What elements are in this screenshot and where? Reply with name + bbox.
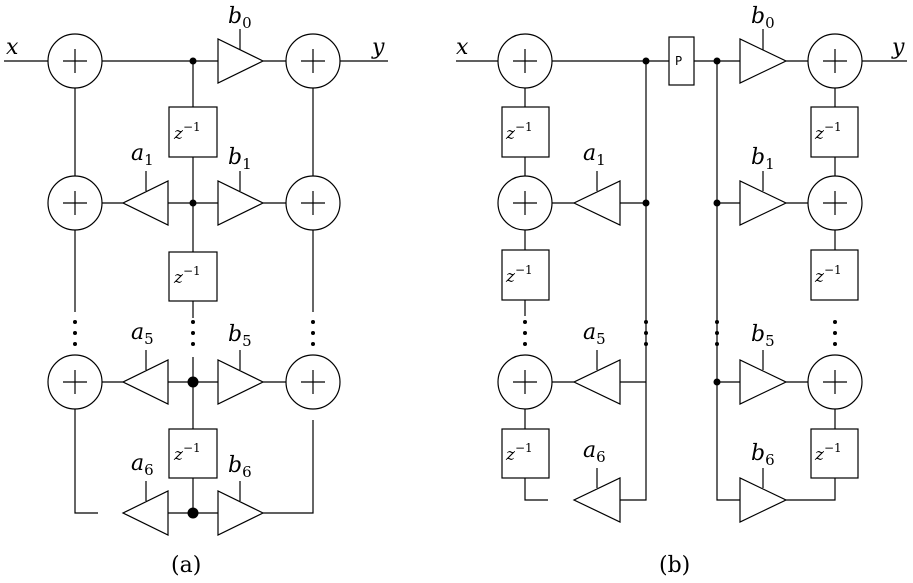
gain-b1 — [739, 180, 788, 226]
adder — [807, 354, 863, 410]
vertical-ellipsis — [523, 320, 837, 346]
svg-text:z−1: z−1 — [505, 263, 533, 287]
delay-exp: −1 — [183, 264, 201, 278]
svg-text:z−1: z−1 — [505, 120, 533, 144]
gain-b5 — [739, 359, 788, 405]
svg-text:z−1: z−1 — [814, 120, 842, 144]
junction-dot — [187, 507, 199, 519]
delay-block: z−1 — [810, 106, 859, 158]
delay-block: z−1 — [810, 249, 859, 301]
svg-text:z−1: z−1 — [173, 120, 201, 144]
junction-dot — [713, 57, 721, 65]
gain-a1 — [572, 180, 621, 226]
label-b6: b6 — [228, 453, 252, 481]
gain-b0 — [739, 38, 788, 84]
adder — [47, 33, 103, 89]
gain-b0 — [217, 38, 265, 84]
input-label: x — [6, 35, 19, 60]
permutation-block: P — [668, 36, 695, 86]
delay-z: z — [173, 124, 184, 144]
label-a6: a6 — [131, 451, 154, 479]
adder — [497, 33, 553, 89]
adder — [47, 175, 103, 231]
delay-block: z−1 — [168, 428, 218, 479]
label-b5: b5 — [751, 322, 775, 350]
delay-block: z−1 — [501, 249, 550, 301]
label-b5: b5 — [228, 322, 252, 350]
output-label: y — [371, 35, 385, 60]
junction-dot — [642, 57, 650, 65]
adder — [47, 354, 103, 410]
junction-dot — [187, 376, 199, 388]
panel-b-wires — [456, 29, 907, 501]
delay-exp: −1 — [183, 441, 201, 455]
adder — [285, 175, 341, 231]
gain-a6 — [572, 477, 621, 523]
label-a5: a5 — [583, 320, 606, 348]
caption-a: (a) — [171, 553, 201, 578]
delay-z: z — [173, 445, 184, 465]
delay-block: z−1 — [810, 428, 859, 479]
adder — [807, 33, 863, 89]
svg-text:z−1: z−1 — [814, 441, 842, 465]
delay-block: z−1 — [168, 106, 218, 158]
panel-b: z−1 z−1 z−1 z−1 z−1 z−1 P — [456, 4, 907, 578]
gain-a6 — [121, 490, 169, 536]
gain-b5 — [217, 359, 265, 405]
delay-block: z−1 — [501, 106, 550, 158]
adder — [807, 175, 863, 231]
delay-exp: −1 — [183, 120, 201, 134]
gain-a1 — [121, 180, 169, 226]
adder — [285, 33, 341, 89]
junction-dot — [642, 199, 650, 207]
junction-dot — [189, 199, 197, 207]
gain-b6 — [217, 490, 265, 536]
vertical-ellipsis — [73, 320, 315, 346]
svg-text:z−1: z−1 — [814, 263, 842, 287]
junction-dot — [713, 199, 721, 207]
label-b6: b6 — [751, 441, 775, 469]
label-b1: b1 — [751, 145, 775, 173]
gain-a5 — [572, 359, 621, 405]
label-a1: a1 — [131, 141, 154, 169]
adder — [285, 354, 341, 410]
panel-a: z−1 z−1 z−1 x y b0 b1 b5 b6 a1 a5 a6 (a — [4, 4, 388, 578]
junction-dot — [189, 57, 197, 65]
label-a6: a6 — [583, 438, 606, 466]
svg-text:z−1: z−1 — [173, 441, 201, 465]
input-label: x — [456, 35, 469, 60]
svg-text:P: P — [675, 54, 682, 68]
gain-b6 — [739, 477, 788, 523]
junction-dot — [713, 378, 721, 386]
svg-text:z−1: z−1 — [505, 441, 533, 465]
label-a5: a5 — [131, 320, 154, 348]
gain-b1 — [217, 180, 265, 226]
delay-z: z — [173, 268, 184, 288]
adder — [497, 354, 553, 410]
panel-a-wires — [4, 29, 388, 514]
label-b0: b0 — [751, 4, 775, 32]
caption-b: (b) — [659, 553, 690, 578]
gain-a5 — [121, 359, 169, 405]
label-a1: a1 — [583, 141, 606, 169]
delay-block: z−1 — [501, 428, 550, 479]
adder — [497, 175, 553, 231]
label-b0: b0 — [228, 4, 252, 32]
label-b1: b1 — [228, 145, 252, 173]
output-label: y — [891, 35, 905, 60]
delay-block: z−1 — [168, 251, 218, 302]
svg-text:z−1: z−1 — [173, 264, 201, 288]
